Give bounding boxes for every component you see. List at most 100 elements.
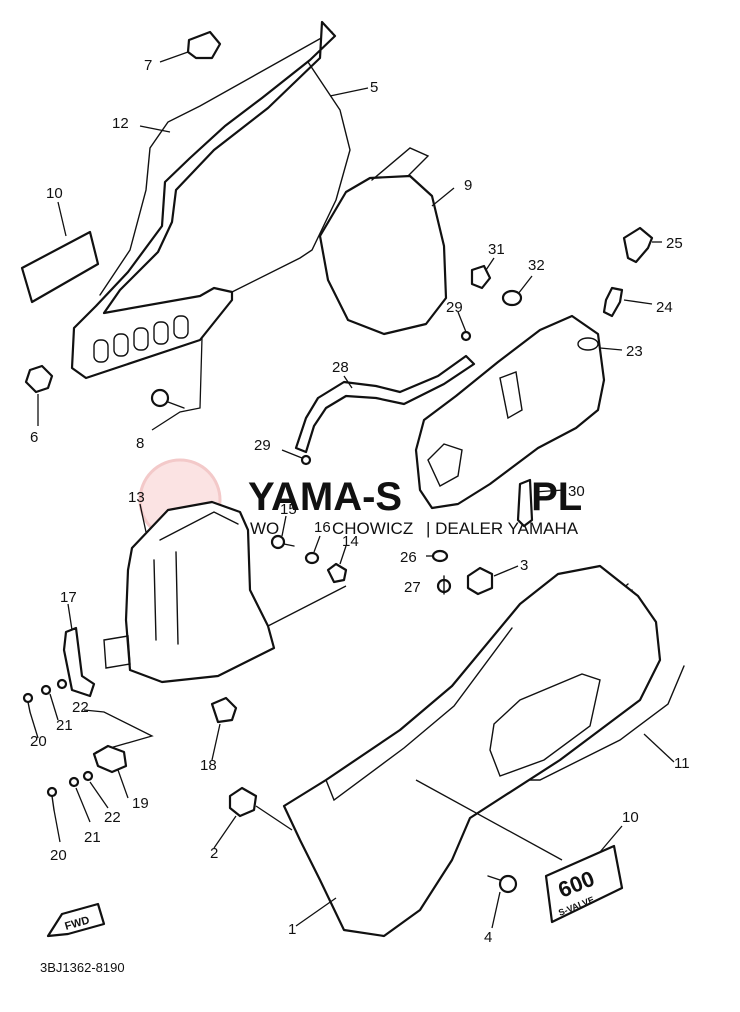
part-13-rim [159,511,239,541]
part-24-fitting [602,286,624,318]
leader-line [281,515,287,537]
leader-line [295,897,337,927]
callout-10-lower: 10 [622,809,639,826]
part-12-side-cover [70,20,337,380]
leader-line [643,733,675,763]
callout-22-upper: 22 [72,699,89,716]
leader-line [117,769,129,799]
callout-1: 1 [288,921,296,938]
leader-line [329,87,369,97]
part-22-washer-lower [82,770,94,782]
drawing-code: 3BJ1362-8190 [40,960,125,975]
vent-slot [113,333,129,357]
callout-29-lower: 29 [254,437,271,454]
part-10-emblem-upper [20,230,100,304]
callout-28: 28 [332,359,349,376]
callout-21-lower: 21 [84,829,101,846]
leader-line [89,781,109,809]
callout-23: 23 [626,343,643,360]
part-29-clip-lower [300,454,312,466]
part-31-screw [470,264,492,290]
part-23-window [427,443,463,487]
callout-25: 25 [666,235,683,252]
leader-line [213,815,237,849]
callout-29-upper: 29 [446,299,463,316]
leader-line [599,825,623,853]
part-1-window [489,673,601,777]
callout-2: 2 [210,845,218,862]
leader-line [623,299,653,305]
callout-9: 9 [464,177,472,194]
vent-slot [133,327,149,351]
watermark-subtitle-right: | DEALER YAMAHA [426,519,579,538]
leader-line [53,809,61,843]
callout-16: 16 [314,519,331,536]
callout-22-lower: 22 [104,809,121,826]
callout-31: 31 [488,241,505,258]
leader-line [431,187,455,207]
part-12-vent-slots [93,315,189,363]
leader-line [281,449,303,459]
leader-line [83,709,154,753]
leader-line [57,201,67,237]
part-18-grommet [210,696,238,724]
leader-line [457,311,467,333]
part-29-clip-upper [460,330,472,342]
part-17-bracket [62,626,96,698]
callout-4: 4 [484,929,492,946]
callout-24: 24 [656,299,673,316]
part-23-filler [577,337,599,351]
part-9-flap [371,147,430,181]
leader-line [343,375,353,389]
part-32-grommet [501,289,523,307]
callout-6: 6 [30,429,38,446]
leader-line [139,125,171,133]
callout-32: 32 [528,257,545,274]
callout-11: 11 [674,755,690,772]
watermark-subtitle-left: WO [250,519,279,538]
leader-line [485,257,495,271]
leader-line [255,805,293,831]
part-27-screw [436,575,452,595]
part-8-bolt [150,388,185,409]
watermark-brand: YAMA-S [248,475,402,519]
part-13-ribs [153,551,179,645]
part-21-washer-lower [68,776,80,788]
callout-3: 3 [520,557,528,574]
callout-18: 18 [200,757,217,774]
callout-20-upper: 20 [30,733,47,750]
leader-line [493,565,519,577]
leader-line [211,723,221,761]
callout-10: 10 [46,185,63,202]
leader-line [533,489,565,493]
part-1-edge-line [325,627,513,802]
leader-line [139,503,147,533]
part-19-clamp [92,744,128,774]
part-10-decal [544,844,624,924]
leader-line [267,585,347,627]
callout-19: 19 [132,795,149,812]
vent-slot [153,321,169,345]
part-20-screw-lower [46,786,58,811]
callout-27: 27 [404,579,421,596]
callout-20-lower: 20 [50,847,67,864]
part-17-tab [103,635,131,669]
leader-line [151,337,203,431]
part-1-side-cover [282,564,662,938]
part-14-spacer [326,562,348,584]
part-30-bolt [516,478,534,528]
callout-26: 26 [400,549,417,566]
leader-line [313,535,321,553]
part-12-strip [99,31,333,296]
callout-21-upper: 21 [56,717,73,734]
callout-12: 12 [112,115,129,132]
leader-line [49,693,59,721]
part-9-filter-element [318,174,448,336]
vent-slot [93,339,109,363]
leader-line [75,787,91,823]
leader-line [491,891,501,929]
callout-13: 13 [128,489,145,506]
part-26-washer [431,549,449,563]
leader-line [599,347,623,351]
